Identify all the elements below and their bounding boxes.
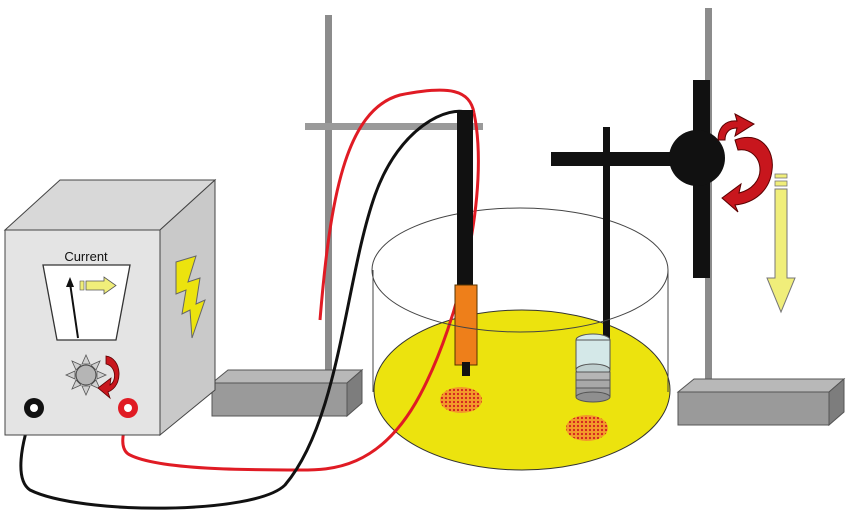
meter-label: Current — [64, 249, 108, 264]
beaker — [371, 207, 671, 471]
deposit-spot-right — [566, 415, 608, 441]
meter-needle — [69, 282, 79, 339]
current-meter: Current — [42, 249, 131, 341]
negative-terminal — [24, 398, 44, 418]
downward-feed-arrow-icon — [766, 173, 796, 314]
black-wire — [19, 109, 469, 510]
left-retort-stand — [210, 15, 483, 418]
sample-discs — [575, 333, 611, 403]
rotor-hub — [669, 130, 725, 186]
left-stand-rod — [325, 15, 332, 387]
deposit-spot-left — [440, 387, 482, 413]
left-stand-crossbar — [305, 123, 483, 130]
meter-direction-arrow-icon — [79, 276, 117, 295]
left-stand-base — [210, 368, 364, 418]
beaker-front — [371, 269, 669, 392]
lightning-bolt-icon — [175, 255, 206, 339]
red-wire-upper — [318, 88, 476, 321]
current-knob-icon — [65, 354, 107, 396]
beaker-front-rim — [371, 269, 669, 333]
positive-terminal — [118, 398, 138, 418]
rotation-arrow-icon — [717, 113, 773, 213]
electrode-tip — [462, 362, 470, 376]
knob-rotation-arrow-icon — [97, 355, 120, 400]
electrode-rod — [457, 110, 473, 290]
beaker-back-rim — [371, 207, 669, 271]
electrode-assembly — [19, 88, 480, 510]
electrode-sleeve — [454, 284, 478, 366]
sample-shaft — [603, 127, 610, 385]
horizontal-arm — [551, 152, 679, 166]
rotating-sample-holder — [551, 80, 796, 403]
power-supply: Current — [3, 178, 217, 437]
electrolyte-solution — [373, 309, 671, 471]
right-stand-base — [676, 377, 846, 427]
